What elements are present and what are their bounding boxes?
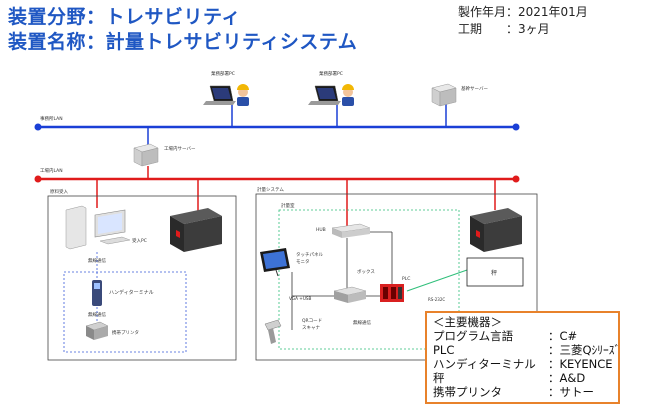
title-device-name: 装置名称：計量トレサビリティシステム	[8, 31, 358, 53]
office-lan-label: 事務所LAN	[40, 115, 63, 122]
qr-label-1: QRコード	[302, 318, 322, 324]
plc-icon	[380, 284, 404, 302]
factory-server-icon	[133, 143, 159, 167]
wireless-group-box	[63, 271, 187, 353]
meta-year: 製作年月：2021年01月	[458, 5, 588, 19]
factory-lan-label: 工場内LAN	[40, 167, 63, 174]
receiving-group-label: 原料受入	[50, 188, 68, 195]
touch-panel-label-1: タッチパネル	[296, 251, 323, 258]
office-lan	[34, 102, 520, 145]
spec-row: 携帯プリンタ：サトー	[433, 385, 594, 399]
qr-scanner-icon	[264, 319, 282, 344]
portable-printer-icon	[85, 321, 109, 340]
meta-period: 工期 ：3ヶ月	[458, 22, 550, 36]
office-server-icon	[431, 83, 457, 107]
receiving-group-box	[47, 195, 237, 361]
spec-row: 秤：A&D	[433, 371, 586, 385]
title-device-field: 装置分野：トレサビリティ	[8, 6, 241, 28]
office-pc-2-label: 業務部署PC	[319, 70, 343, 77]
plc-label: PLC	[402, 276, 410, 282]
spec-row: ハンディターミナル：KEYENCE	[433, 357, 613, 371]
handy-terminal-icon	[92, 280, 102, 306]
office-pc-1-label: 業務部署PC	[211, 70, 235, 77]
hub-icon	[331, 223, 371, 238]
wireless-label-weighing: 無線通信	[353, 319, 371, 326]
box-pc-icon	[333, 286, 367, 303]
touch-panel-icon	[260, 248, 290, 277]
box-pc-label: ボックス	[357, 268, 375, 275]
rs232c-label: RS-232C	[428, 297, 445, 302]
spec-row: PLC：三菱Qｼﾘｰｽﾞ	[433, 343, 621, 357]
main-equipment-box: ＜主要機器＞ プログラム言語：C# PLC：三菱Qｼﾘｰｽﾞ ハンディターミナル…	[425, 311, 620, 404]
wireless-label-1: 無線通信	[88, 257, 106, 264]
portable-printer-label: 携帯プリンタ	[112, 329, 139, 336]
spec-title: ＜主要機器＞	[433, 315, 502, 329]
wireless-label-2: 無線通信	[88, 311, 106, 318]
receiving-pc-label: 受入PC	[132, 237, 147, 244]
weighing-group-box	[255, 193, 538, 361]
qr-label-2: スキャナ	[302, 325, 320, 331]
weighing-group-label: 計量システム	[257, 186, 284, 193]
spec-row: プログラム言語：C#	[433, 329, 578, 343]
scale-box	[466, 257, 524, 287]
label-printer-2-icon	[470, 208, 522, 252]
cables	[291, 231, 393, 330]
office-server-label: 基幹サーバー	[461, 85, 488, 92]
weighing-room-box	[278, 209, 460, 350]
handy-terminal-label: ハンディターミナル	[109, 289, 154, 296]
label-printer-icon	[170, 208, 222, 252]
hub-label: HUB	[316, 227, 326, 233]
office-pc-1	[203, 84, 249, 106]
receiving-pc-icon	[65, 205, 131, 250]
weighing-room-label: 計量室	[281, 202, 295, 209]
factory-server-label: 工場内サーバー	[164, 145, 196, 152]
vga-usb-label: VGA +USB	[289, 296, 312, 301]
office-pc-2	[308, 84, 354, 106]
scale-label: 秤	[491, 270, 497, 277]
touch-panel-label-2: モニタ	[296, 258, 310, 265]
